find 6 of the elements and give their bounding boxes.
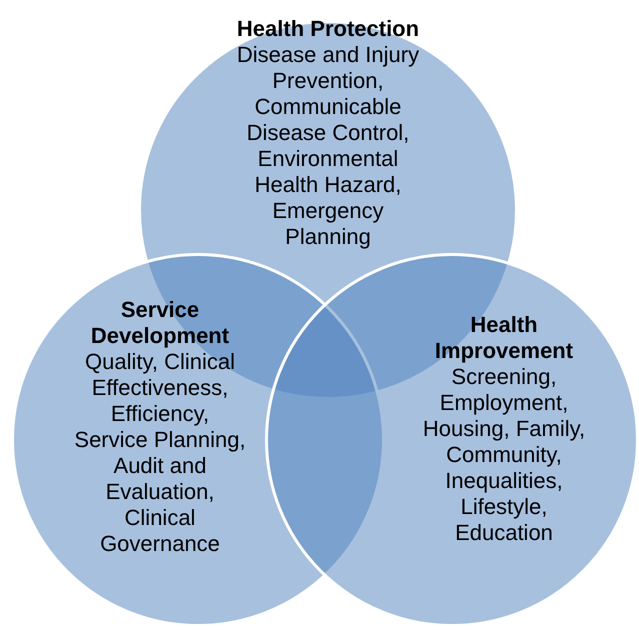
circle-text: Disease and Injury Prevention, Communicable Disease Control, Environmental Health Hazard, Emergency Planning (236, 42, 420, 250)
circle-text: Screening, Employment, Housing, Family, Community, Inequalities, Lifestyle, Education (422, 364, 586, 546)
circle-heading: Health Protection (236, 16, 420, 42)
circle-heading: Health Improvement (434, 312, 574, 364)
circle-text: Quality, Clinical Effectiveness, Efficiency, Service Planning, Audit and Evaluation, Clinical Governance (73, 349, 247, 557)
circle-heading: Service Development (90, 297, 230, 349)
